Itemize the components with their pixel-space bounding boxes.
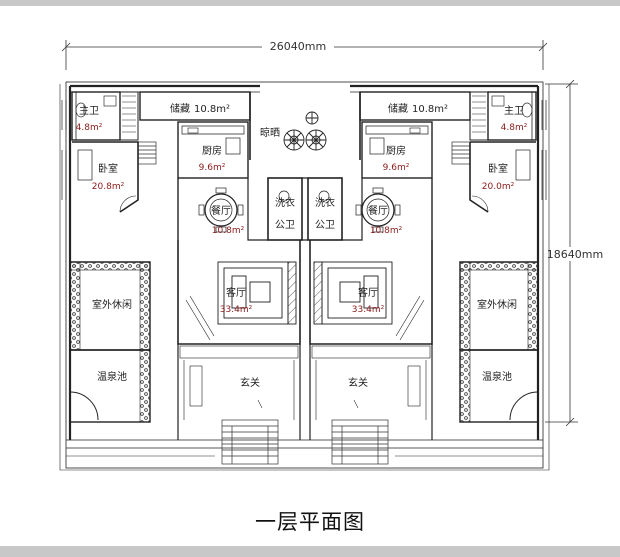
foyer-right-name: 玄关 xyxy=(348,376,368,389)
side-stairs xyxy=(137,141,471,165)
spa-right-name: 温泉池 xyxy=(482,370,512,383)
bath-left-name: 主卫 xyxy=(79,105,99,117)
dining-right-area: 10.8m² xyxy=(370,226,403,236)
living-left-name: 客厅 xyxy=(226,286,246,299)
bottom-border-bar xyxy=(0,546,620,557)
living-left-area: 33.4m² xyxy=(220,305,253,315)
room-labels: 主卫 4.8m² 储藏 10.8m² 晾晒 储藏 10.8m² 主卫 4.8m²… xyxy=(76,102,528,389)
bedroom-right-area: 20.0m² xyxy=(482,182,515,192)
leisure-left-name: 室外休闲 xyxy=(92,298,132,311)
living-right-name: 客厅 xyxy=(358,286,378,299)
kitchen-left-name: 厨房 xyxy=(202,144,222,157)
bedroom-right-name: 卧室 xyxy=(488,162,508,175)
window-markers xyxy=(61,100,547,200)
bedroom-left-area: 20.8m² xyxy=(92,182,125,192)
bath-fixtures xyxy=(75,95,533,118)
dining-tables xyxy=(198,187,401,233)
kitchen-left-area: 9.6m² xyxy=(199,163,226,173)
bedroom-left-name: 卧室 xyxy=(98,162,118,175)
kitchen-walls xyxy=(177,121,433,179)
foyer-walls xyxy=(177,344,433,440)
height-dimension-label: 18640mm xyxy=(547,248,603,261)
dining-right-name: 餐厅 xyxy=(368,204,388,217)
storage-right-area: 10.8m² xyxy=(412,104,448,115)
spa-left-name: 温泉池 xyxy=(97,370,127,383)
bath-right-area: 4.8m² xyxy=(501,123,528,133)
bath-right-name: 主卫 xyxy=(504,105,524,117)
sun-room-plants xyxy=(283,111,327,151)
laundry-right-sub: 公卫 xyxy=(315,220,335,231)
front-steps xyxy=(221,399,389,465)
foyer-left-name: 玄关 xyxy=(240,376,260,389)
leisure-areas xyxy=(69,261,539,351)
width-dimension-label: 26040mm xyxy=(270,40,326,53)
bath-left-area: 4.8m² xyxy=(76,123,103,133)
living-furniture-left xyxy=(185,261,297,341)
bedroom-walls xyxy=(72,141,536,213)
kitchen-right-name: 厨房 xyxy=(386,144,406,157)
sun-room-name: 晾晒 xyxy=(260,126,280,139)
height-dimension-bg xyxy=(544,247,606,261)
laundry-right-name: 洗衣 xyxy=(315,196,335,209)
living-walls xyxy=(177,239,433,345)
top-border-bar xyxy=(0,0,620,6)
width-dimension-bg xyxy=(262,39,334,53)
laundry-left-name: 洗衣 xyxy=(275,196,295,209)
living-right-area: 33.4m² xyxy=(352,305,385,315)
dining-left-area: 10.8m² xyxy=(212,226,245,236)
kitchen-right-area: 9.6m² xyxy=(383,163,410,173)
spa-pools xyxy=(69,349,539,423)
leisure-right-name: 室外休闲 xyxy=(477,298,517,311)
dining-left-name: 餐厅 xyxy=(211,204,231,217)
storage-right-name: 储藏 xyxy=(388,102,408,115)
laundry-left-sub: 公卫 xyxy=(275,220,295,231)
plan-caption: 一层平面图 xyxy=(255,510,365,534)
storage-left-name: 储藏 xyxy=(170,102,190,115)
storage-left-area: 10.8m² xyxy=(194,104,230,115)
top-zone-walls xyxy=(71,91,537,160)
living-furniture-right xyxy=(313,261,425,341)
